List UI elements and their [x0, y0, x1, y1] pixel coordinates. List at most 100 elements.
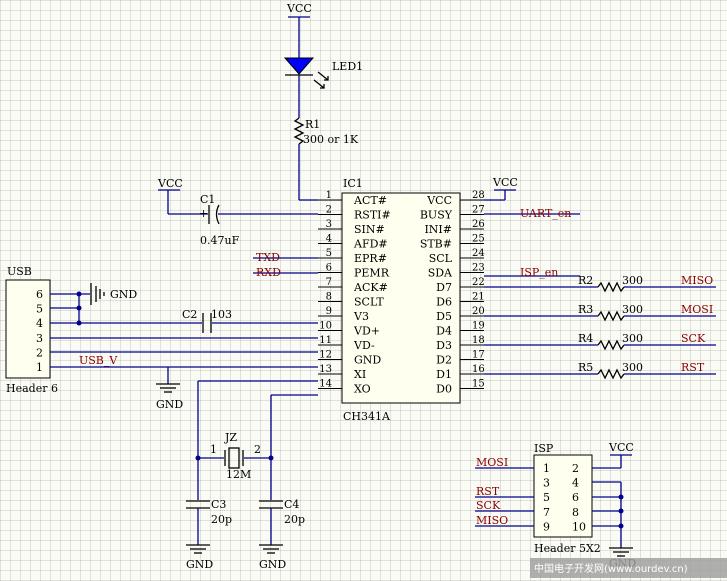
c1-plus: + — [199, 207, 208, 220]
c2-value: 103 — [211, 308, 232, 321]
ic1-part: CH341A — [343, 410, 391, 423]
usb-title: USB — [7, 265, 32, 278]
ic1-pin-name: XI — [354, 368, 366, 381]
resistor-net-label: SCK — [681, 332, 706, 345]
resistor-body — [597, 281, 625, 293]
ic1-pin-number: 3 — [326, 219, 332, 230]
usb-caption: Header 6 — [6, 382, 58, 395]
ic1-pin-name: STB# — [420, 238, 452, 251]
uart-en-label: UART_en — [520, 207, 571, 220]
resistor-ref: R4 — [578, 332, 593, 345]
resistor-ref: R2 — [578, 274, 593, 287]
ic1-pin-name: SIN# — [354, 223, 385, 236]
isp-title: ISP — [534, 442, 554, 455]
ic1-pin-name: SCL — [429, 252, 453, 265]
vcc-top-label: VCC — [286, 2, 312, 15]
usb-pin-number: 1 — [36, 361, 43, 374]
isp-pin-number: 6 — [572, 491, 579, 504]
ic1-pin-name: SDA — [428, 267, 453, 280]
ic1-pin-number: 7 — [326, 277, 332, 288]
ic1-pin-name: VD+ — [353, 325, 380, 338]
usb-pin-number: 5 — [36, 303, 43, 316]
c1: VCC C1 + 0.47uF — [157, 177, 318, 247]
ic1-pin-number: 15 — [472, 379, 485, 390]
jz-pin2: 2 — [254, 443, 261, 456]
isp-pin-number: 2 — [572, 462, 579, 475]
usb-pin-number: 4 — [36, 317, 43, 330]
ic1-pin-name: XO — [354, 383, 371, 396]
ic1-pin-number: 21 — [472, 292, 485, 303]
ic1-vcc-label: VCC — [492, 176, 518, 189]
ic1-pin-number: 6 — [326, 263, 332, 274]
ic1-pin-name: EPR# — [354, 252, 387, 265]
ic1-pin-name: VCC — [426, 194, 452, 207]
ic1-pin-name: ACT# — [353, 194, 387, 207]
ic1-pin-name: D5 — [436, 310, 452, 323]
ic1-pin-number: 24 — [472, 248, 485, 259]
isp-vcc-label: VCC — [608, 441, 634, 454]
c2-ref: C2 — [182, 308, 197, 321]
resistor-value: 300 — [622, 274, 643, 287]
ic1-pin-number: 13 — [319, 364, 332, 375]
gnd-c4-label: GND — [259, 558, 286, 571]
ic1-right-pins: 28VCC27BUSY26INI#25STB#24SCL23SDA22D721D… — [420, 190, 485, 396]
gnd-mid-label: GND — [156, 398, 183, 411]
ic1-pin-number: 23 — [472, 263, 485, 274]
ic1-pin-number: 25 — [472, 234, 485, 245]
resistor-value: 300 — [622, 303, 643, 316]
r1: R1 300 or 1K — [293, 117, 359, 201]
c3-ref: C3 — [211, 498, 226, 511]
ic1-pin-name: V3 — [353, 310, 369, 323]
usb-pin-number: 3 — [36, 332, 43, 345]
ic1-pin-name: PEMR — [354, 267, 390, 280]
txd-rxd-nets: TXD RXD — [253, 251, 318, 279]
usb-wiring: GND C2 103 USB_V GND — [50, 283, 318, 411]
ic1-pin-number: 16 — [472, 364, 485, 375]
ic1-pin-name: D4 — [436, 325, 452, 338]
isp-pin-number: 1 — [543, 462, 550, 475]
ic1-pin-number: 12 — [319, 350, 332, 361]
ic1-pin-number: 28 — [472, 190, 485, 201]
isp-rst-label: RST — [476, 485, 500, 498]
ic1-pin-name: D1 — [436, 368, 452, 381]
resistor-net-label: MISO — [681, 274, 713, 287]
crystal-network: 1 2 JZ 12M C3 20p GND C4 20p GND — [186, 380, 318, 571]
ic1-pin-number: 17 — [472, 350, 485, 361]
isp-pin-number: 9 — [543, 520, 550, 533]
ic1-pin-name: AFD# — [353, 238, 388, 251]
usb-pin-number: 6 — [36, 288, 43, 301]
txd-label: TXD — [256, 251, 280, 264]
ic1-pin-name: D3 — [436, 339, 452, 352]
ic1-pin-number: 11 — [319, 335, 332, 346]
ic1-pin-name: BUSY — [420, 209, 453, 222]
ic1-pin-number: 18 — [472, 335, 485, 346]
watermark-bg — [530, 558, 727, 578]
ic1-pin-number: 4 — [326, 234, 332, 245]
r1-value: 300 or 1K — [303, 133, 359, 146]
r1-ref: R1 — [305, 118, 320, 131]
ic1-pin-name: INI# — [424, 223, 452, 236]
uart-isp-en-nets: UART_en ISP_en — [484, 207, 580, 279]
isp-pin-number: 4 — [572, 477, 579, 490]
c1-value: 0.47uF — [200, 234, 240, 247]
ic1-pin-name: SCLT — [354, 296, 384, 309]
isp-miso-label: MISO — [476, 514, 508, 527]
jz-ref: JZ — [224, 431, 237, 444]
isp-caption: Header 5X2 — [534, 542, 601, 555]
ic1-pin-number: 27 — [472, 205, 485, 216]
isp-sck-label: SCK — [476, 499, 501, 512]
ic1-vcc-symbol: VCC — [484, 176, 518, 201]
ic1-pin-number: 19 — [472, 321, 485, 332]
resistor-body — [597, 339, 625, 351]
rxd-label: RXD — [256, 266, 281, 279]
ic1-pin-number: 9 — [326, 306, 332, 317]
led1: LED1 — [283, 57, 363, 118]
watermark: 中国电子开发网(www.ourdev.cn) — [534, 562, 688, 575]
resistor-net-label: RST — [681, 361, 705, 374]
